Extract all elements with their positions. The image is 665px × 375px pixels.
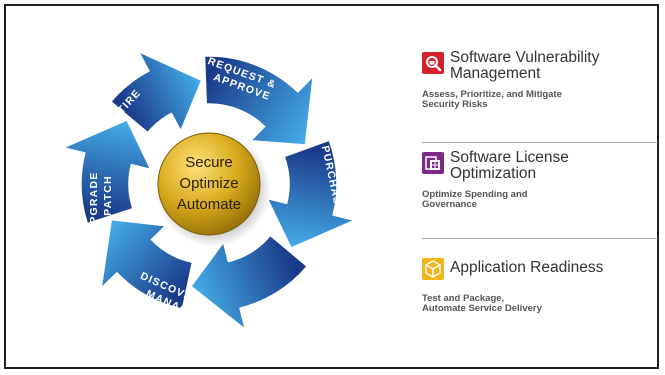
arrow-retire: [110, 50, 203, 134]
section-vulnerability: Software Vulnerability Management Assess…: [422, 50, 654, 110]
section-license: Software License Optimization Optimize S…: [422, 150, 654, 210]
section-title-vulnerability: Software Vulnerability Management: [450, 49, 600, 82]
section-title-license: Software License Optimization: [450, 149, 569, 182]
stage-upgrade-label: UPGRADE: [88, 172, 100, 233]
arrow-request-approve: [203, 55, 314, 146]
section-desc-vulnerability: Assess, Prioritize, and Mitigate Securit…: [422, 89, 562, 110]
section-title-readiness: Application Readiness: [450, 259, 604, 276]
arrow-upgrade-patch: [62, 119, 152, 225]
hub-line-secure: Secure: [185, 154, 233, 171]
magnifier-lock-icon: [422, 52, 444, 74]
section-desc-readiness: Test and Package, Automate Service Deliv…: [422, 293, 542, 314]
divider-2: [422, 238, 658, 239]
license-windows-icon: [422, 152, 444, 174]
package-box-icon: [422, 258, 444, 280]
stage-patch-label: & PATCH: [102, 175, 114, 229]
arrow-deploy: [190, 234, 308, 331]
center-hub: [157, 132, 261, 236]
cycle-arrows: [62, 50, 356, 331]
arrow-discover-manage: [100, 218, 194, 310]
section-desc-license: Optimize Spending and Governance: [422, 189, 528, 210]
hub-line-automate: Automate: [177, 196, 241, 213]
lifecycle-cycle-diagram: Secure Optimize Automate REQUEST & APPRO…: [62, 50, 356, 331]
section-readiness: Application Readiness Test and Package, …: [422, 256, 654, 314]
hub-line-optimize: Optimize: [179, 175, 238, 192]
divider-1: [422, 142, 658, 143]
arrow-purchase: [266, 139, 356, 249]
